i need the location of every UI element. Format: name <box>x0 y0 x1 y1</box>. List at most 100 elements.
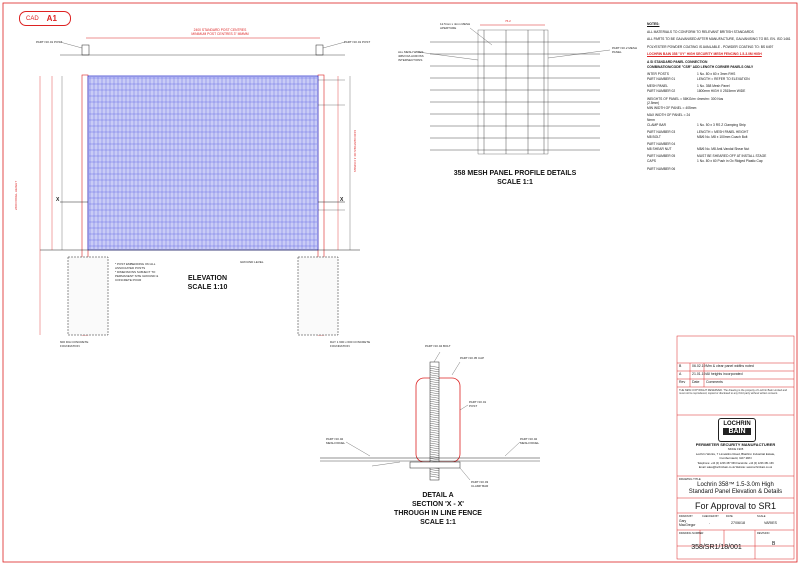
elev-post-right-label: PART NO.01 POST <box>344 40 371 44</box>
elev-ground-label: GROUND LEVEL <box>240 260 264 264</box>
elev-section-marker-left: X <box>56 197 60 203</box>
elev-footing-note-2: * DIMENSIONS SUBJECT TO PERMANENT SITE G… <box>115 270 159 282</box>
detail-label-bolt: PART NO.04 BOLT <box>425 344 451 348</box>
post-cap-right <box>315 44 324 56</box>
part-key: M8 BOLT <box>647 134 661 139</box>
detail-scale: SCALE 1:1 <box>420 519 456 526</box>
part-value: 1 No. 80 x 60 Push in Ox Ridged Plastic … <box>697 159 763 164</box>
revision-header-comment: Comments <box>706 380 723 384</box>
company-contact: Telephone: +44 (0) 1236 457 666 Facsimil… <box>697 462 774 465</box>
elev-top-dimension: 2400 STANDARD POST CENTRES <box>193 28 247 32</box>
profile-scale: SCALE 1:1 <box>497 179 533 186</box>
elevation-view <box>39 37 360 336</box>
part-key: PART NUMBER 06 <box>647 166 676 171</box>
revision-comment: All heights incorporated <box>706 372 743 376</box>
part-value: M8/6 No. M8 Anti-Vandal Shear Nut <box>697 146 750 151</box>
scale-value: VARIES <box>764 521 777 525</box>
part-key: MAX WIDTH OF PANEL = 24 Nmm <box>647 113 691 122</box>
revision-row: B 06.02.19 Mm & clear panel widths noted <box>679 364 792 372</box>
notes-line: POLYESTER POWDER COATING IS AVAILABLE - … <box>647 44 774 49</box>
company-since: SINCE 1905 <box>727 447 744 451</box>
detail-label-right-mesh: PART NO.02 MESH PANEL <box>520 437 540 445</box>
detail-label-cap: PART NO.05 CAP <box>460 356 485 360</box>
drawn-by-label: DRAWN BY <box>679 515 693 518</box>
part-key: INTER POSTS <box>647 72 669 77</box>
drawing-title-line2: Standard Panel Elevation & Details <box>688 489 783 495</box>
date-label: DATE <box>726 515 733 518</box>
part-row: MESH PANEL 1 No. 358 Mesh Panel <box>647 84 797 89</box>
part-row: PART NUMBER 06 <box>647 167 797 172</box>
notes-section-sub: COMBINATION/CODE "CSR" ADD LENGTH CORNER… <box>647 64 754 69</box>
detail-label-clamp: PART NO.03 CLAMP BAR <box>471 480 489 488</box>
footing-right <box>297 256 339 336</box>
detail-title: DETAIL A <box>422 492 454 499</box>
notes-line: ALL PARTS TO BE GALVANISED AFTER MANUFAC… <box>647 37 791 42</box>
revision-value: B <box>772 541 776 547</box>
profile-label-left: ALL MESH WIRES 4MM DIA ACROSS INTERSECTI… <box>398 50 424 62</box>
notes-section-heading: A SI STANDARD PANEL CONNECTION <box>647 59 708 64</box>
detail-subtitle: SECTION 'X - X' <box>412 501 464 508</box>
copyright-note: THE NEW COPYRIGHT RESERVED. The drawing … <box>679 389 787 396</box>
elev-section-marker-right: X <box>340 197 344 203</box>
drawing-status: For Approval to SR1 <box>694 501 777 511</box>
elev-post-left-label: PART NO.01 POST <box>36 40 63 44</box>
part-key: PART NUMBER 04 <box>647 142 676 147</box>
scale-label: SCALE <box>757 515 766 518</box>
badge-a1: A1 <box>46 14 57 23</box>
part-row: MAX WIDTH OF PANEL = 24 Nmm <box>647 113 797 122</box>
drawing-number-label: DRAWING NUMBER <box>679 532 704 535</box>
part-row: PART NUMBER 04 <box>647 142 797 147</box>
notes-heading: NOTES: <box>647 22 660 26</box>
revision-row: A 21.01.19 All heights incorporated <box>679 372 792 380</box>
elev-footing-note-1: * POST EMBEDDING ON ALL ASSOCIATED POSTS <box>115 262 156 270</box>
company-tagline: PERIMETER SECURITY MANUFACTURER <box>695 442 776 447</box>
part-key: WEIGHTS OF PANEL = 58KG/m² (2.5mm) <box>647 96 697 106</box>
revision-header-date: Date <box>692 380 700 384</box>
revision-rev: B <box>679 364 682 368</box>
part-row: WEIGHTS OF PANEL = 58KG/m² (2.5mm)4mm/m²… <box>647 97 797 106</box>
part-key: PART NUMBER 05 <box>647 154 676 159</box>
profile-top-dim: 76.2 <box>505 19 511 23</box>
revision-label: REVISION <box>757 532 770 535</box>
revision-date: 21.01.19 <box>692 372 706 376</box>
profile-view <box>417 24 611 155</box>
profile-title: 358 MESH PANEL PROFILE DETAILS <box>453 170 577 177</box>
company-logo: LOCHRIN BAIN <box>718 418 756 442</box>
title-block-frame <box>676 335 795 560</box>
drawing-title-label: DRAWING TITLE <box>679 477 701 481</box>
logo-line2: BAIN <box>723 428 751 435</box>
part-key: CAPS <box>647 159 656 164</box>
part-key: PART NUMBER 03 <box>647 130 676 135</box>
revision-comment: Mm & clear panel widths noted <box>706 364 754 368</box>
logo-line1: LOCHRIN <box>723 421 751 427</box>
post-cap-left <box>81 44 90 56</box>
part-key: MIN WIDTH OF PANEL = 405mm <box>647 105 697 110</box>
company-web: Email: sales@lochrinbain.co.uk Website: … <box>698 466 773 469</box>
clamp-bar <box>409 461 461 469</box>
mesh-panel <box>87 75 319 251</box>
part-key: MESH PANEL <box>647 84 669 89</box>
part-value: 4mm/m²: 300 Nos <box>697 96 724 101</box>
drawing-number: 358/SR1/18/001 <box>691 544 742 551</box>
elev-footing-left-label: 600 DIA CONCRETE FOUNDATION <box>60 340 89 348</box>
revision-rev: A <box>679 372 682 376</box>
part-key: M8 SHEAR NUT <box>647 146 672 151</box>
part-value: 1800mm HIGH X 2515mm WIDE <box>697 88 746 93</box>
footing-left <box>67 256 109 336</box>
revision-table: B 06.02.19 Mm & clear panel widths noted… <box>679 364 792 388</box>
elev-top-dimension-note: MINIMUM POST CENTRES 3" MMMM <box>191 32 249 36</box>
part-value: 1 No. 80 x 60 x 3mm RHS <box>697 72 736 77</box>
drawn-by-value: Gary MacGregor <box>679 519 696 527</box>
profile-label-top: 12.5mm x 4mm MESH APERTURE <box>440 22 471 30</box>
part-value: 1 No. 358 Mesh Panel <box>697 84 730 89</box>
part-value: LENGTH = REFER TO ELEVATION <box>697 76 750 81</box>
notes-panel: NOTES: ALL MATERIALS TO CONFORM TO RELEV… <box>647 22 797 171</box>
notes-line: ALL MATERIALS TO CONFORM TO RELEVANT BRI… <box>647 29 754 34</box>
